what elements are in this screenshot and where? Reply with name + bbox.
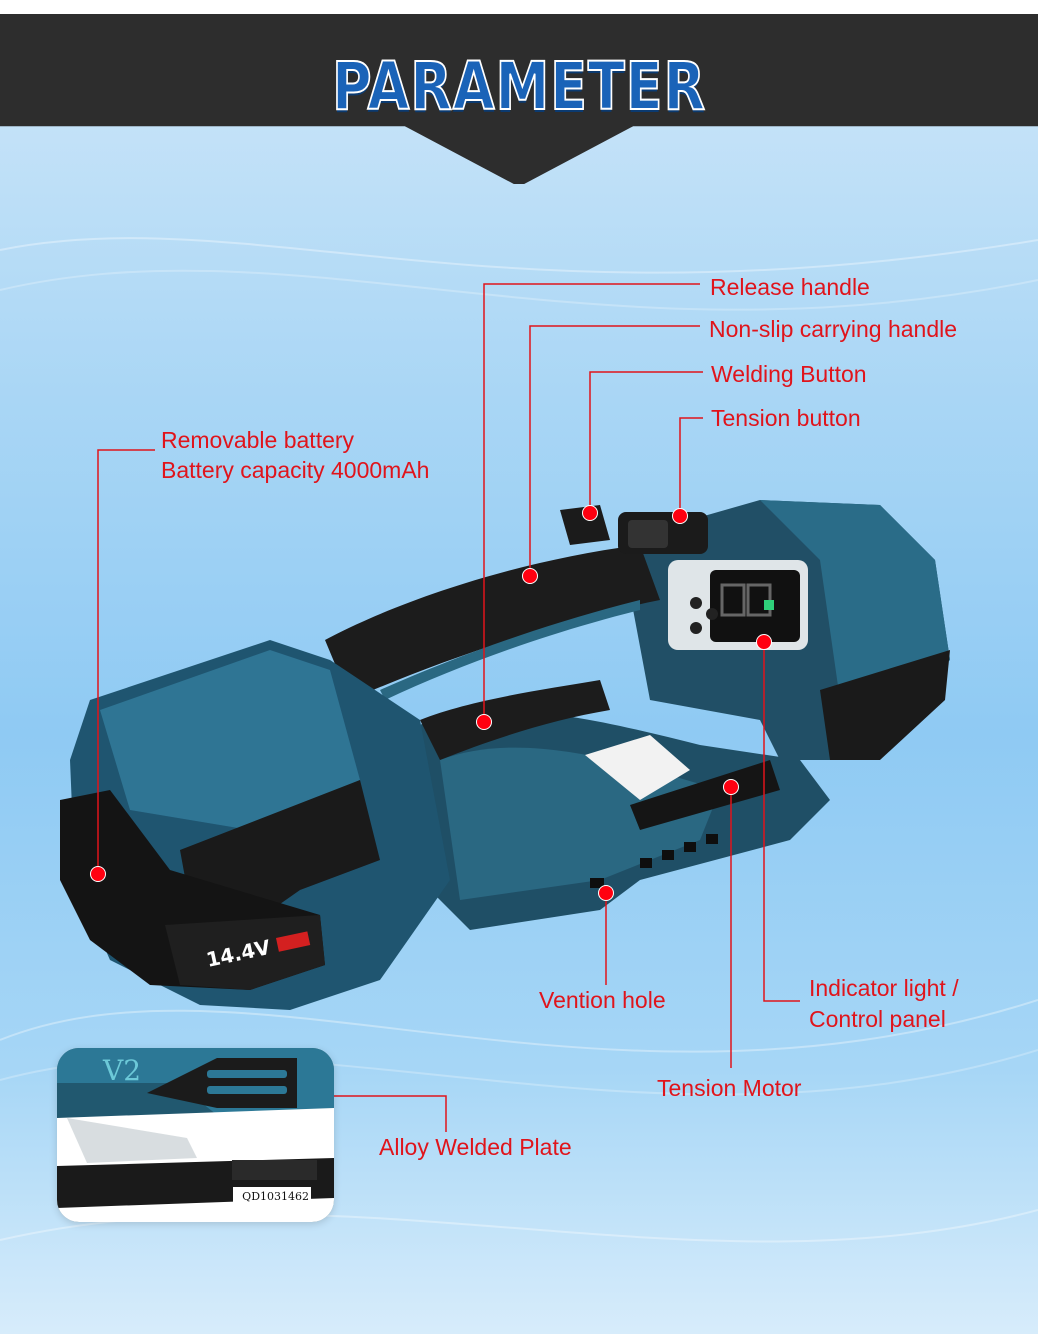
inset-serial-plate: QD1031462 (233, 1187, 311, 1207)
inset-model-label: V2 (103, 1054, 142, 1087)
background-waves (0, 237, 1038, 1243)
tension-motor-marker (723, 779, 739, 795)
release-handle-marker (476, 714, 492, 730)
label-vention-hole: Vention hole (539, 987, 666, 1013)
welding-button-marker (582, 505, 598, 521)
label-battery-line2: Battery capacity 4000mAh (161, 457, 430, 483)
label-release-handle: Release handle (710, 274, 870, 300)
label-tension-motor: Tension Motor (657, 1075, 802, 1101)
control-panel-marker (756, 634, 772, 650)
top-strip (0, 0, 1038, 14)
label-carrying-handle: Non-slip carrying handle (709, 316, 958, 342)
battery-marker (90, 866, 106, 882)
label-alloy-plate: Alloy Welded Plate (379, 1134, 572, 1160)
vention-hole-marker (598, 885, 614, 901)
inset-closeup: V2 QD1031462 (57, 1048, 334, 1222)
label-tension-button: Tension button (711, 405, 861, 431)
tension-button-marker (672, 508, 688, 524)
label-indicator-line1: Indicator light / (809, 975, 959, 1001)
label-indicator-line2: Control panel (809, 1006, 946, 1032)
carrying-handle-marker (522, 568, 538, 584)
label-welding-button: Welding Button (711, 361, 867, 387)
page-title: PARAMETER (331, 47, 706, 126)
label-battery-line1: Removable battery (161, 427, 355, 453)
